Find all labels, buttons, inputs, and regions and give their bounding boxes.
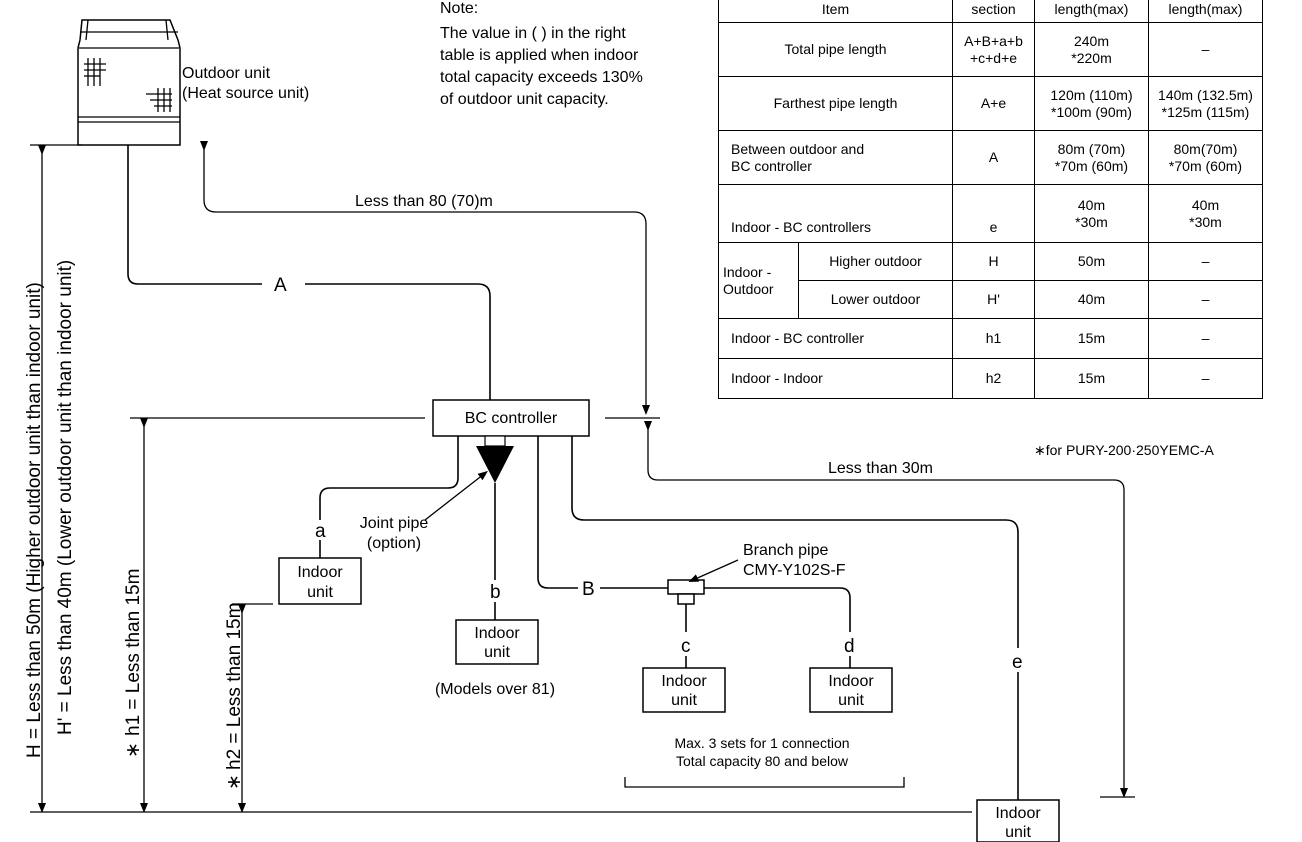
joint-pipe-sublabel: (option) bbox=[367, 535, 421, 552]
svg-text:Indoor: Indoor bbox=[297, 564, 343, 581]
pipe-e-label: e bbox=[1012, 652, 1023, 673]
indoor-unit-c bbox=[642, 667, 726, 713]
total-capacity-note: Total capacity 80 and below bbox=[676, 753, 849, 769]
table-row: Indoor - BC controllers e 40m*30m 40m*30… bbox=[718, 184, 1263, 243]
svg-text:unit: unit bbox=[307, 584, 333, 601]
note-line: of outdoor unit capacity. bbox=[440, 91, 609, 108]
pipe-a-label: a bbox=[315, 521, 326, 542]
svg-text:Indoor: Indoor bbox=[474, 625, 520, 642]
table-row: Indoor -Outdoor Higher outdoor H 50m – bbox=[718, 242, 1263, 319]
bc-indoor-distance bbox=[644, 421, 1128, 798]
branch-pipe-icon bbox=[667, 579, 705, 605]
h2-dimension-label: h2 = Less than 15m bbox=[224, 603, 245, 770]
h2-asterisk: ∗ bbox=[224, 774, 245, 790]
pipe-c-label: c bbox=[681, 636, 691, 657]
note-line: The value in ( ) in the right bbox=[440, 25, 626, 42]
bracket bbox=[624, 777, 905, 788]
less-30-label: Less than 30m bbox=[828, 460, 933, 477]
table-header-item: Item bbox=[718, 0, 953, 23]
table-row: Indoor - Indoor h2 15m – bbox=[718, 358, 1263, 399]
table-header-section: section bbox=[952, 0, 1035, 23]
table-row: Total pipe length A+B+a+b+c+d+e 240m*220… bbox=[718, 22, 1263, 77]
indoor-unit-a bbox=[278, 557, 362, 605]
svg-text:Indoor: Indoor bbox=[995, 805, 1041, 822]
svg-text:Indoor: Indoor bbox=[828, 673, 874, 690]
indoor-unit-e bbox=[976, 799, 1060, 842]
grille-icon bbox=[84, 58, 172, 112]
branch-pipe-label: Branch pipe bbox=[743, 542, 828, 559]
less-80-label: Less than 80 (70)m bbox=[355, 193, 493, 210]
svg-text:Indoor: Indoor bbox=[661, 673, 707, 690]
models-over-81-note: (Models over 81) bbox=[435, 681, 555, 698]
svg-text:unit: unit bbox=[671, 692, 697, 709]
H-prime-dimension-label: H' = Less than 40m (Lower outdoor unit t… bbox=[55, 260, 76, 735]
outdoor-unit bbox=[77, 19, 181, 146]
bc-controller-box bbox=[432, 399, 590, 437]
table-footnote: ∗for PURY-200·250YEMC-A bbox=[1034, 442, 1214, 458]
joint-pipe-label: Joint pipe bbox=[360, 515, 429, 532]
svg-text:unit: unit bbox=[484, 644, 510, 661]
pipe-A-label: A bbox=[274, 275, 287, 296]
bc-controller-label: BC controller bbox=[465, 410, 558, 427]
indoor-unit-b bbox=[455, 619, 539, 665]
joint-pipe-icon bbox=[476, 446, 514, 483]
H-dimension-label: H = Less than 50m (Higher outdoor unit t… bbox=[24, 282, 45, 758]
table-header-length: length(max) bbox=[1034, 0, 1149, 23]
max-sets-note: Max. 3 sets for 1 connection bbox=[674, 735, 849, 751]
svg-text:unit: unit bbox=[838, 692, 864, 709]
h1-asterisk: ∗ bbox=[123, 742, 144, 758]
pipe-A bbox=[127, 145, 262, 285]
table-header-length: length(max) bbox=[1148, 0, 1263, 23]
table-row: Indoor - BC controller h1 15m – bbox=[718, 318, 1263, 359]
h1-dimension-label: h1 = Less than 15m bbox=[123, 569, 144, 736]
branch-pipe-model: CMY-Y102S-F bbox=[743, 562, 846, 579]
outdoor-bc-distance bbox=[200, 141, 650, 415]
note-line: table is applied when indoor bbox=[440, 47, 639, 64]
indoor-unit-d bbox=[809, 667, 893, 713]
note-line: total capacity exceeds 130% bbox=[440, 69, 643, 86]
table-row: Farthest pipe length A+e 120m (110m)*100… bbox=[718, 76, 1263, 131]
outdoor-unit-label: Outdoor unit bbox=[182, 65, 271, 82]
pipe-length-table: Item section length(max) length(max) Tot… bbox=[718, 0, 1263, 399]
pipe-d-label: d bbox=[844, 636, 855, 657]
table-row: Lower outdoor H' 40m – bbox=[719, 280, 1263, 319]
outdoor-unit-sublabel: (Heat source unit) bbox=[182, 85, 309, 102]
pipe-b-label: b bbox=[490, 582, 501, 603]
note-heading: Note: bbox=[440, 0, 478, 17]
pipe-B-label: B bbox=[582, 579, 595, 600]
svg-text:unit: unit bbox=[1005, 824, 1031, 841]
